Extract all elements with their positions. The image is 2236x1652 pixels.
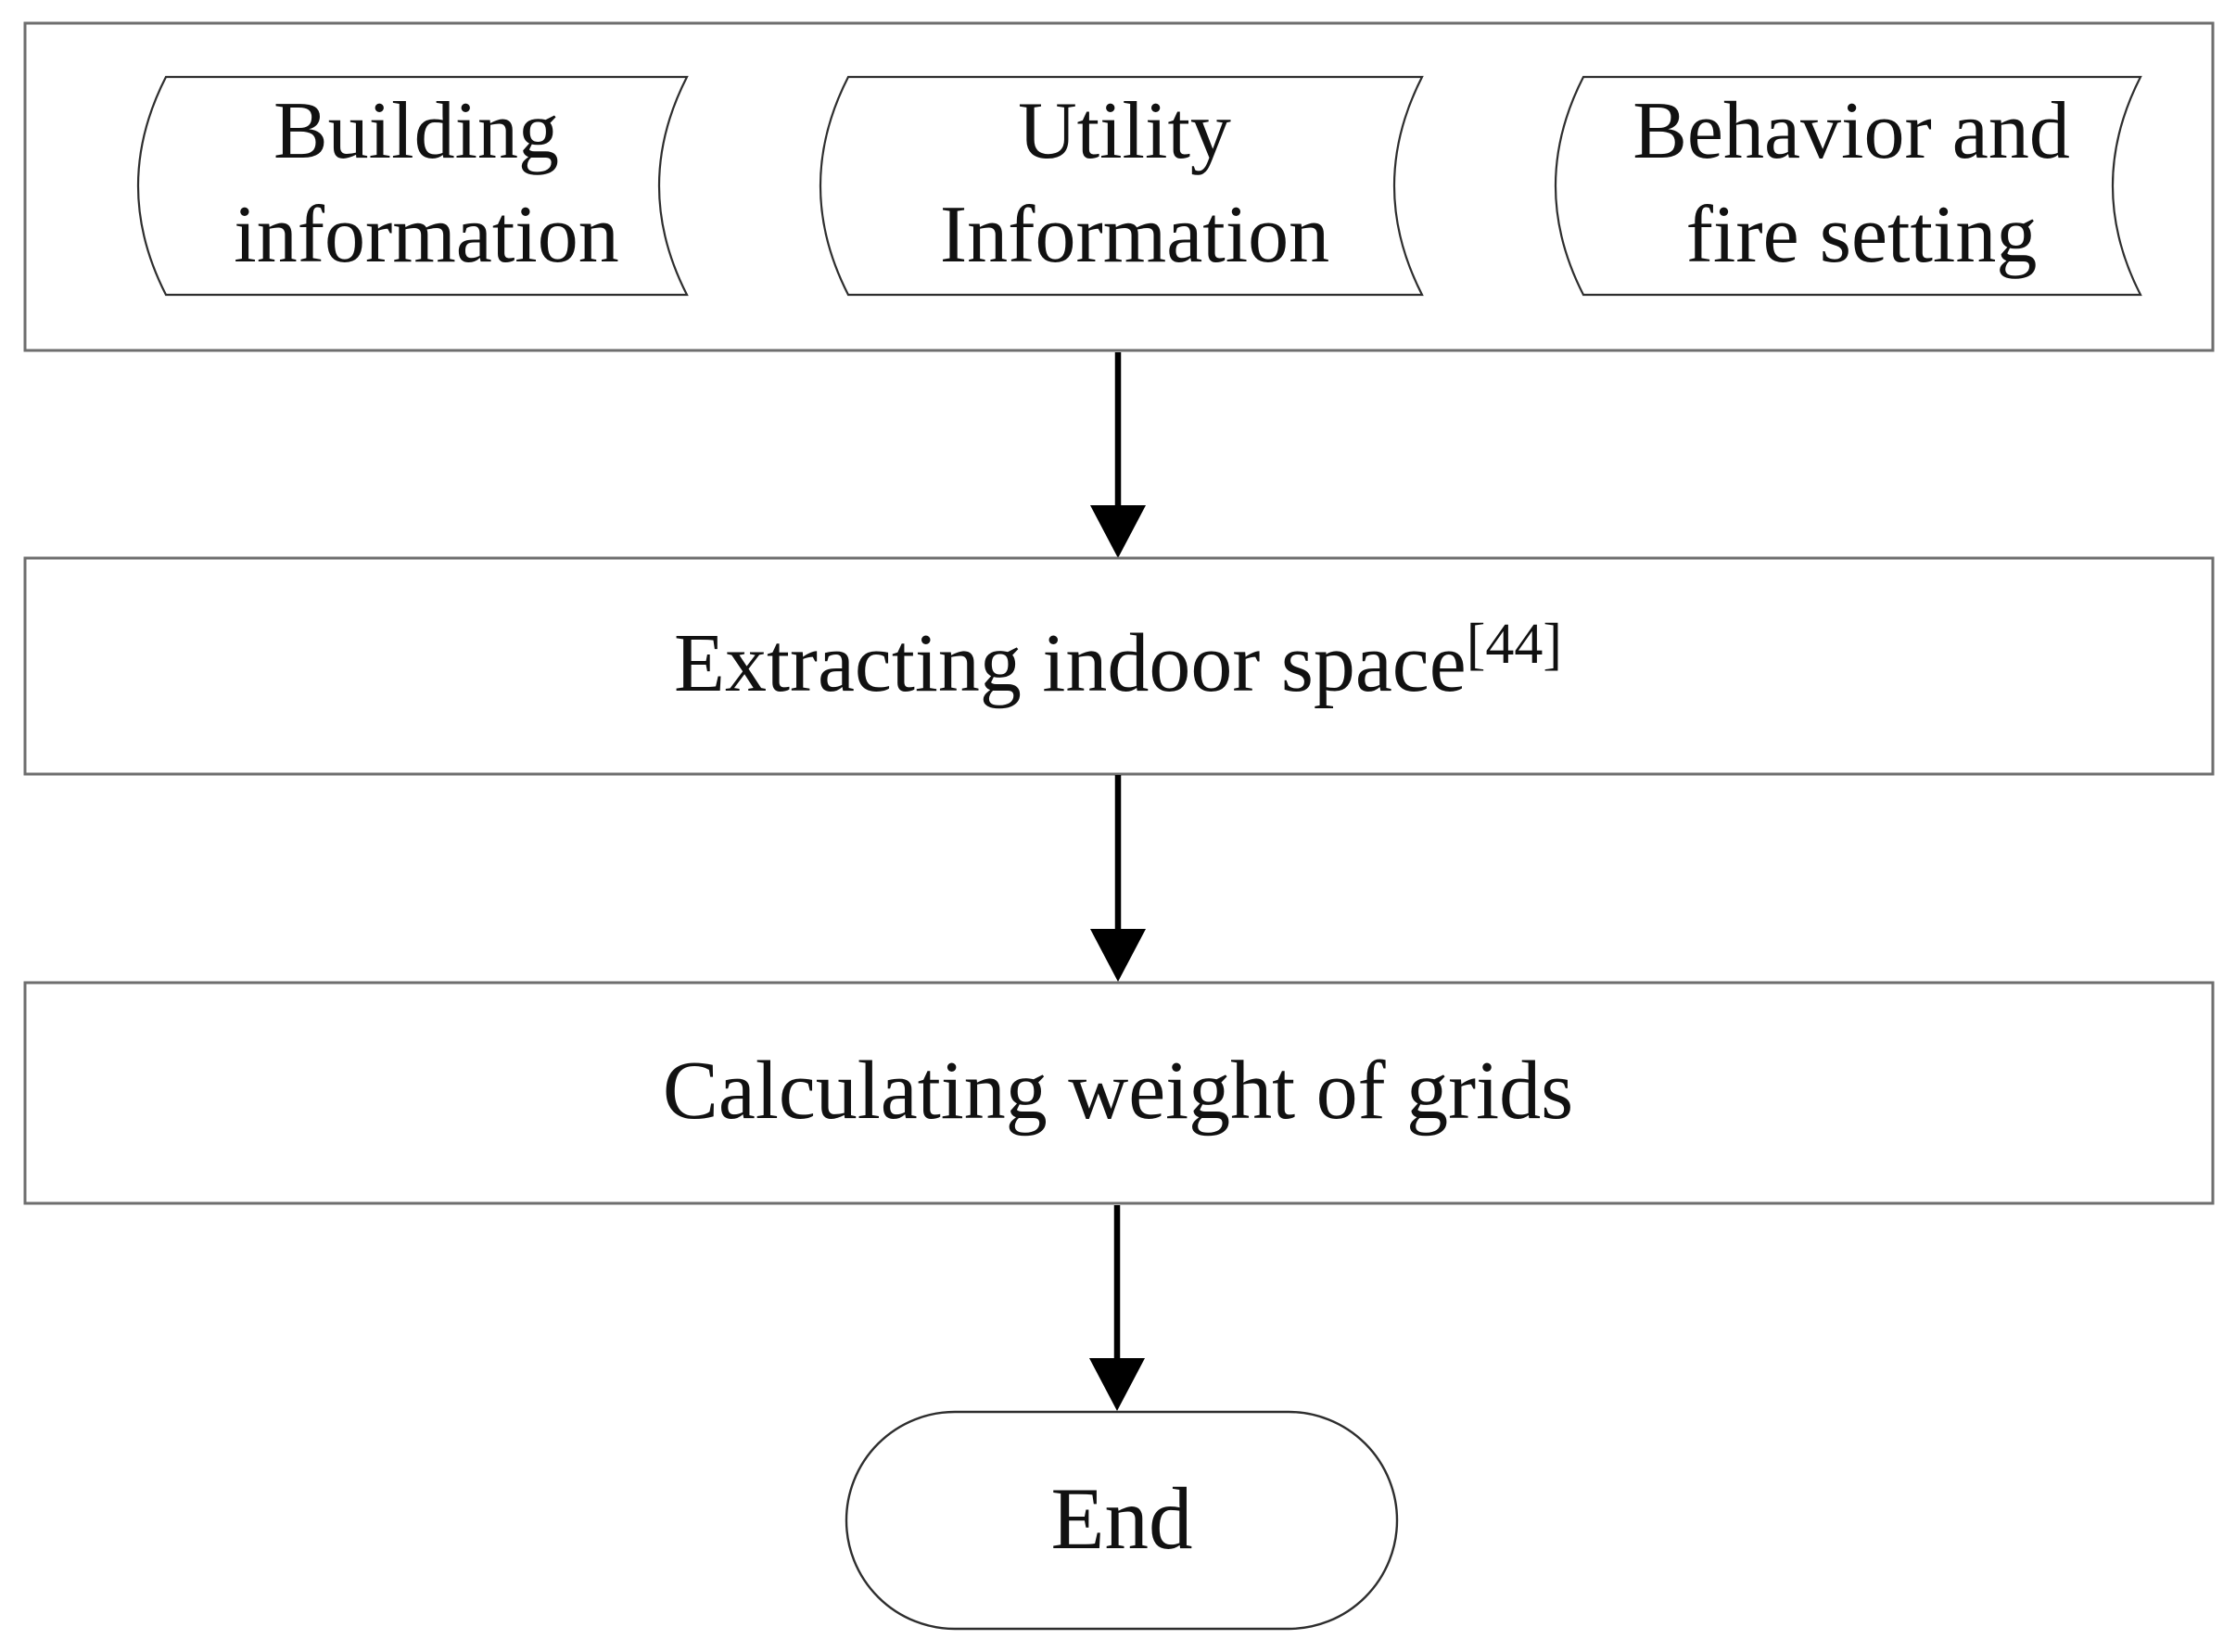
calculating-weight-of-grids-label: Calculating weight of grids xyxy=(663,1045,1573,1137)
arrow-calculating-to-end xyxy=(1089,1205,1145,1411)
process-calculating-weight-of-grids: Calculating weight of grids xyxy=(23,981,2215,1205)
stored-data-shape xyxy=(819,75,1424,297)
utility-information-label: Utility Information xyxy=(940,86,1329,280)
building-information-line1: Building xyxy=(273,86,559,176)
extracting-indoor-space-text: Extracting indoor space xyxy=(674,617,1467,709)
stored-data-behavior-fire-setting: Behavior and fire setting xyxy=(1554,75,2142,297)
utility-information-line2: Information xyxy=(940,190,1329,280)
down-arrowhead-icon xyxy=(1090,505,1146,558)
process-extracting-indoor-space: Extracting indoor space[44] xyxy=(23,556,2215,776)
terminator-end: End xyxy=(845,1410,1399,1631)
extracting-indoor-space-label: Extracting indoor space[44] xyxy=(674,613,1562,709)
building-information-line2: information xyxy=(234,190,618,280)
stored-data-utility-information: Utility Information xyxy=(819,75,1424,297)
behavior-fire-setting-line1: Behavior and xyxy=(1633,86,2070,176)
arrow-inputs-to-extracting xyxy=(1090,352,1146,558)
utility-information-line1: Utility xyxy=(1018,86,1231,176)
down-arrowhead-icon xyxy=(1089,1358,1145,1411)
stored-data-building-information: Building information xyxy=(136,75,689,297)
end-label: End xyxy=(1050,1469,1192,1568)
terminator-shape xyxy=(845,1410,1399,1631)
arrow-extracting-to-calculating xyxy=(1090,775,1146,982)
citation-superscript: [44] xyxy=(1467,613,1562,676)
stored-data-shape xyxy=(1554,75,2142,297)
process-box xyxy=(23,981,2215,1205)
stored-data-shape xyxy=(136,75,689,297)
behavior-fire-setting-line2: fire setting xyxy=(1686,190,2038,280)
behavior-fire-setting-label: Behavior and fire setting xyxy=(1633,86,2090,280)
building-information-label: Building information xyxy=(234,86,618,280)
down-arrowhead-icon xyxy=(1090,929,1146,982)
process-box xyxy=(23,556,2215,776)
